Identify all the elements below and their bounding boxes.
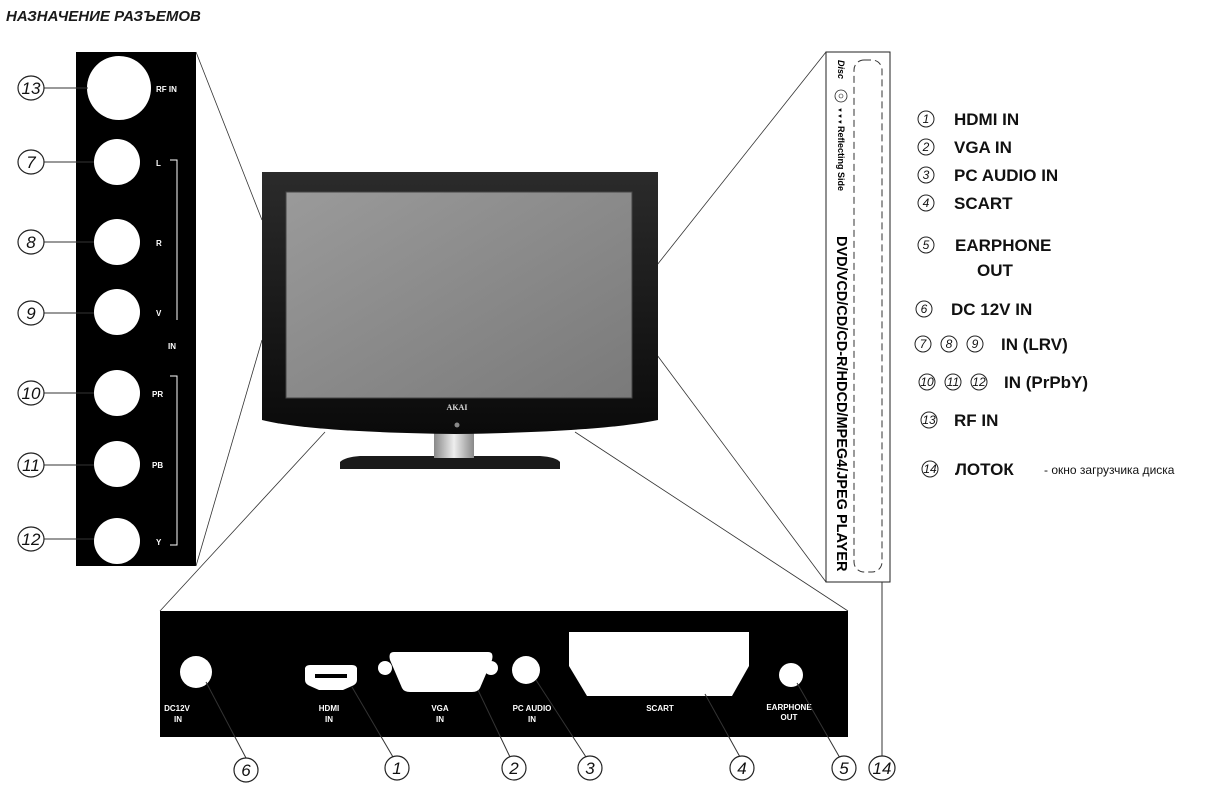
pr-label: PR bbox=[152, 390, 163, 399]
r-label: R bbox=[156, 239, 162, 248]
back-callout-lines bbox=[205, 679, 841, 759]
legend-item-hdmi: HDMI IN bbox=[954, 110, 1019, 129]
marker-5: 5 bbox=[839, 759, 849, 778]
marker-9: 9 bbox=[26, 304, 36, 323]
rf-in-jack bbox=[87, 56, 151, 120]
back-number-markers bbox=[233, 755, 896, 783]
svg-text:▼▼▼: ▼▼▼ bbox=[836, 107, 842, 125]
svg-text:9: 9 bbox=[972, 337, 979, 351]
svg-text:8: 8 bbox=[946, 337, 953, 351]
marker-4: 4 bbox=[737, 759, 746, 778]
pc-audio-jack bbox=[512, 656, 540, 684]
legend-item-scart: SCART bbox=[954, 194, 1013, 213]
rf-in-label: RF IN bbox=[156, 85, 177, 94]
marker-12: 12 bbox=[22, 530, 41, 549]
pc-audio-label-2: IN bbox=[528, 715, 536, 724]
marker-7: 7 bbox=[26, 153, 36, 172]
pb-jack bbox=[94, 441, 140, 487]
marker-2: 2 bbox=[508, 759, 519, 778]
l-label: L bbox=[156, 159, 161, 168]
y-label: Y bbox=[156, 538, 162, 547]
pc-audio-label: PC AUDIO bbox=[513, 704, 552, 713]
marker-1: 1 bbox=[392, 759, 401, 778]
svg-text:1: 1 bbox=[923, 112, 930, 126]
legend-markers: 1 2 3 4 5 6 7 8 9 10 11 12 13 14 bbox=[920, 112, 986, 476]
dc12v-jack bbox=[180, 656, 212, 688]
legend-item-prpby: IN (PrPbY) bbox=[1004, 373, 1088, 392]
tv-illustration: AKAI bbox=[159, 51, 849, 612]
bracket-prpby bbox=[170, 375, 178, 546]
legend-item-rf-in: RF IN bbox=[954, 411, 998, 430]
earphone-jack bbox=[779, 663, 803, 687]
marker-13: 13 bbox=[22, 79, 41, 98]
disc-small-text: Disc ▼▼▼ Reflecting Side bbox=[834, 60, 848, 191]
svg-text:4: 4 bbox=[923, 196, 930, 210]
svg-text:Disc: Disc bbox=[836, 60, 846, 79]
pr-jack bbox=[94, 370, 140, 416]
vga-port bbox=[389, 652, 493, 692]
y-jack bbox=[94, 518, 140, 564]
back-connector-panel bbox=[160, 611, 848, 737]
vga-label: VGA bbox=[431, 704, 449, 713]
svg-text:2: 2 bbox=[922, 140, 930, 154]
marker-14: 14 bbox=[873, 759, 892, 778]
svg-text:Reflecting Side: Reflecting Side bbox=[836, 126, 846, 191]
svg-text:DVD/VCD/CD/CD-R/HDCD/MPEG4/JPE: DVD/VCD/CD/CD-R/HDCD/MPEG4/JPEG PLAYER bbox=[833, 236, 849, 572]
legend-item-pc-audio: PC AUDIO IN bbox=[954, 166, 1058, 185]
side-callout-lines bbox=[44, 87, 94, 540]
page-title: НАЗНАЧЕНИЕ РАЗЪЕМОВ bbox=[6, 8, 201, 25]
marker-6: 6 bbox=[241, 761, 251, 780]
vga-label-2: IN bbox=[436, 715, 444, 724]
svg-text:7: 7 bbox=[920, 337, 928, 351]
tv-brand-logo: AKAI bbox=[447, 403, 468, 412]
legend-item-lrv: IN (LRV) bbox=[1001, 335, 1068, 354]
earphone-label: EARPHONE bbox=[766, 703, 812, 712]
svg-text:10: 10 bbox=[920, 375, 934, 389]
svg-text:3: 3 bbox=[923, 168, 930, 182]
svg-text:11: 11 bbox=[947, 375, 959, 389]
bracket-lrv bbox=[170, 159, 178, 320]
audio-l-jack bbox=[94, 139, 140, 185]
legend-item-dc12v: DC 12V IN bbox=[951, 300, 1032, 319]
earphone-label-2: OUT bbox=[781, 713, 798, 722]
legend-item-tray-note: - окно загрузчика диска bbox=[1044, 463, 1175, 477]
dc12v-label: DC12V bbox=[164, 704, 190, 713]
svg-text:12: 12 bbox=[972, 375, 986, 389]
audio-r-jack bbox=[94, 219, 140, 265]
legend: 1 2 3 4 5 6 7 8 9 10 11 12 13 14 bbox=[914, 110, 988, 478]
hdmi-label: HDMI bbox=[319, 704, 339, 713]
hdmi-label-2: IN bbox=[325, 715, 333, 724]
legend-item-earphone-out: OUT bbox=[977, 261, 1014, 280]
disc-main-text: DVD/VCD/CD/CD-R/HDCD/MPEG4/JPEG PLAYER bbox=[833, 236, 849, 572]
legend-item-tray: ЛОТОК bbox=[955, 460, 1014, 479]
disc-slot bbox=[853, 59, 883, 573]
in-group-label: IN bbox=[168, 342, 176, 351]
svg-text:5: 5 bbox=[923, 238, 930, 252]
svg-text:6: 6 bbox=[921, 302, 928, 316]
pb-label: PB bbox=[152, 461, 163, 470]
dc12v-label-2: IN bbox=[174, 715, 182, 724]
marker-10: 10 bbox=[22, 384, 41, 403]
disc-slot-panel bbox=[825, 51, 891, 583]
marker-3: 3 bbox=[585, 759, 595, 778]
v-label: V bbox=[156, 309, 162, 318]
video-jack bbox=[94, 289, 140, 335]
scart-label: SCART bbox=[646, 704, 674, 713]
legend-item-earphone: EARPHONE bbox=[955, 236, 1051, 255]
svg-text:13: 13 bbox=[922, 413, 936, 427]
side-number-markers bbox=[17, 75, 45, 552]
marker-8: 8 bbox=[26, 233, 36, 252]
scart-port bbox=[569, 632, 749, 696]
legend-item-vga: VGA IN bbox=[954, 138, 1012, 157]
marker-11: 11 bbox=[22, 456, 40, 475]
svg-text:14: 14 bbox=[923, 462, 937, 476]
